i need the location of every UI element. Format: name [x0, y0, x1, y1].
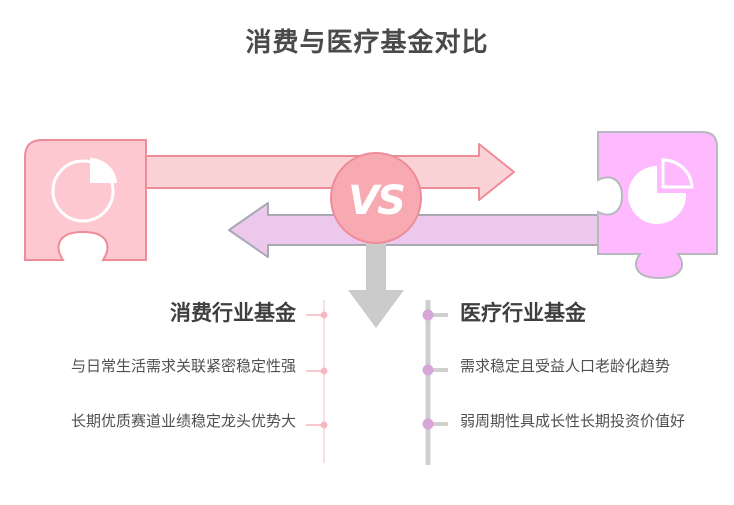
pie-chart-icon: [628, 158, 694, 224]
purple-arrow-left: [228, 202, 601, 258]
page-title: 消费与医疗基金对比: [245, 28, 489, 58]
timeline-node: [422, 309, 448, 321]
vs-circle: [330, 152, 422, 244]
right-heading: 医疗行业基金: [460, 301, 586, 325]
timeline-node: [306, 421, 328, 429]
left-heading: 消费行业基金: [170, 301, 296, 325]
timeline-node: [422, 364, 448, 376]
right-item-2: 弱周期性具成长性长期投资价值好: [460, 412, 686, 430]
pink-arrow-right: [145, 143, 515, 201]
vs-label: VS: [348, 178, 404, 224]
pie-chart-icon: [51, 157, 117, 223]
left-puzzle-piece: [24, 139, 147, 261]
left-item-2: 长期优质赛道业绩稳定龙头优势大: [70, 412, 296, 430]
down-arrow: [348, 240, 404, 328]
timeline-node: [306, 367, 328, 375]
left-item-1: 与日常生活需求关联紧密稳定性强: [70, 357, 296, 375]
timeline-node: [422, 418, 448, 430]
right-item-1: 需求稳定且受益人口老龄化趋势: [460, 357, 671, 375]
timeline-node: [306, 311, 328, 319]
